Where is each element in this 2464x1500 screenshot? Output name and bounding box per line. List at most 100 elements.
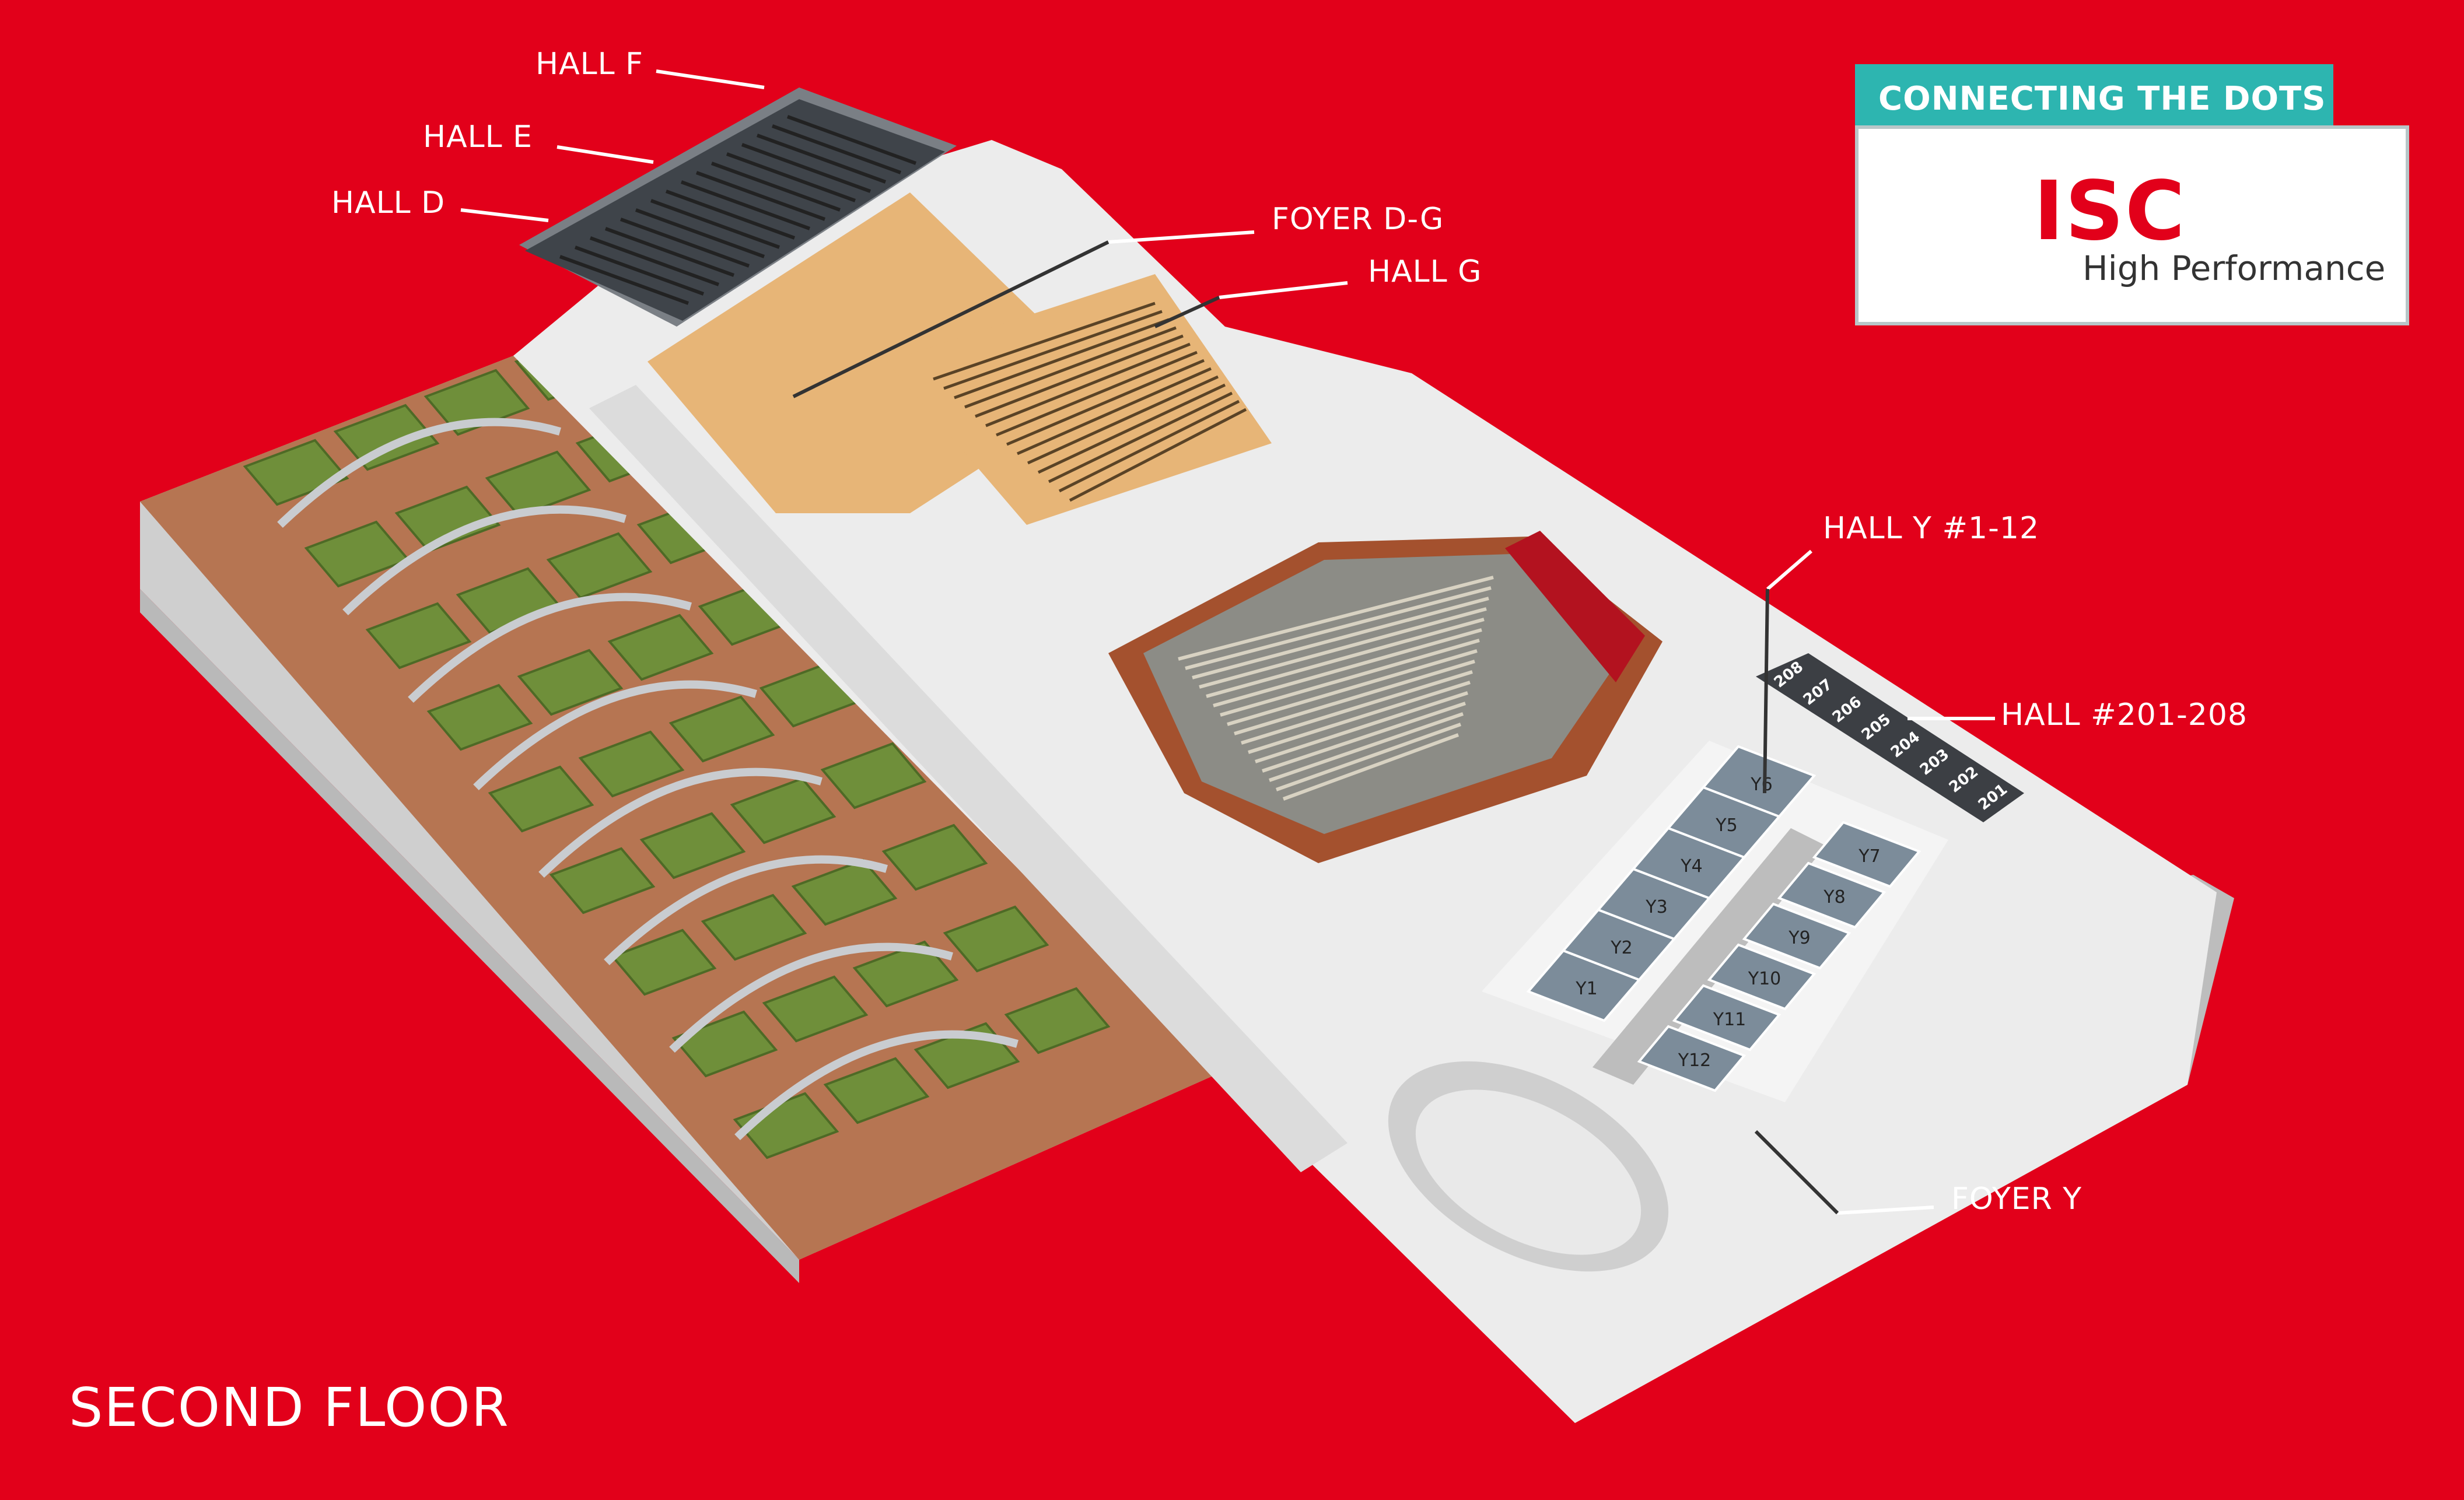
hall-def-seating [559, 115, 917, 305]
leader-hall-e [556, 145, 654, 164]
arch [604, 855, 888, 966]
seat-row [589, 236, 720, 286]
auditorium-seating-area [1143, 554, 1628, 834]
arch [734, 1030, 1019, 1141]
seat-row [1213, 628, 1482, 707]
planter [243, 439, 349, 506]
label-hall-f: HALL F [536, 47, 644, 82]
planter [820, 742, 927, 809]
planter [394, 485, 501, 553]
seat-row [574, 246, 705, 296]
planter [639, 812, 746, 879]
planter [333, 404, 440, 471]
leader-foyer-y [1837, 1205, 1934, 1215]
planter [578, 730, 685, 798]
planter [488, 765, 594, 833]
hall-y-room [1742, 902, 1852, 970]
seat-row [741, 143, 872, 193]
seat-row [1269, 712, 1464, 782]
room-label: Y7 [1858, 846, 1880, 867]
seat-row [650, 199, 780, 249]
seat-row [1192, 597, 1489, 679]
room-label: Y1 [1575, 979, 1597, 999]
planter [426, 684, 533, 751]
seat-row [1006, 359, 1205, 446]
room-label: Y12 [1678, 1050, 1712, 1071]
label-foyer-y: FOYER Y [1951, 1182, 2082, 1217]
seat-row [1255, 691, 1468, 763]
pointer-hall-y [1763, 588, 1769, 794]
hall-y-room [1812, 821, 1922, 888]
planter [943, 905, 1049, 973]
seat-row [1234, 660, 1475, 735]
arch [473, 680, 757, 791]
planter [546, 532, 653, 600]
leader-lines [460, 69, 1995, 1215]
hall-y-corridor [1592, 828, 1826, 1085]
seat-row [996, 351, 1198, 437]
planter [762, 975, 869, 1043]
arch [669, 942, 953, 1053]
planter [517, 649, 624, 716]
seat-row [1275, 723, 1462, 791]
leader-hall-f [656, 69, 765, 89]
seat-row [1248, 681, 1471, 754]
seat-row [635, 208, 765, 258]
planter [424, 369, 530, 436]
leader-hall-y [1766, 549, 1812, 591]
seat-row [786, 115, 917, 165]
seat-row [710, 162, 841, 212]
seat-row [665, 190, 796, 240]
seat-row [933, 302, 1156, 381]
room-label: Y8 [1823, 887, 1845, 907]
garden-building-front [140, 589, 799, 1283]
label-foyer-dg: FOYER D-G [1272, 202, 1444, 237]
foyer-y-atrium-floor [1415, 1089, 1642, 1255]
seat-row [1058, 399, 1240, 493]
room-label: Y6 [1750, 774, 1772, 795]
seat-row [943, 310, 1163, 390]
hall-y-room [1777, 861, 1887, 929]
leader-hall-g [1219, 281, 1348, 299]
label-hall-d: HALL D [331, 185, 446, 220]
seat-row [680, 180, 811, 230]
seat-row [1199, 607, 1487, 689]
seat-row [1206, 618, 1485, 698]
arch [342, 505, 626, 616]
hall-y-room [1672, 984, 1782, 1052]
planter [1004, 987, 1111, 1054]
arch [277, 418, 561, 528]
seat-row [1069, 408, 1247, 502]
seat-row [1227, 649, 1478, 726]
auditorium-stage-curtain [1505, 531, 1645, 682]
planter [549, 847, 656, 914]
seat-row [1282, 733, 1460, 801]
label-hall-201-208: HALL #201-208 [2001, 698, 2248, 733]
room-label: Y10 [1748, 969, 1782, 989]
garden-arches [277, 418, 1019, 1141]
room-label: Y9 [1788, 928, 1810, 948]
seat-row [975, 334, 1184, 418]
logo-name: ISC [2034, 164, 2186, 259]
label-hall-e: HALL E [423, 120, 533, 155]
seat-row [771, 124, 902, 174]
seat-row [1178, 576, 1494, 661]
seat-row [954, 318, 1170, 399]
seat-row [985, 342, 1191, 427]
walkway [589, 385, 1348, 1172]
seat-row [964, 326, 1177, 409]
planter [823, 1057, 930, 1124]
hall-y-room [1637, 1025, 1746, 1092]
arch [538, 767, 822, 878]
hall-g-seating [933, 302, 1247, 502]
seat-row [1027, 375, 1219, 465]
planter [365, 602, 472, 670]
seat-row [726, 152, 856, 202]
planter [668, 695, 775, 763]
planter [607, 614, 714, 681]
seat-row [1220, 639, 1480, 717]
room-label: Y3 [1645, 897, 1667, 917]
